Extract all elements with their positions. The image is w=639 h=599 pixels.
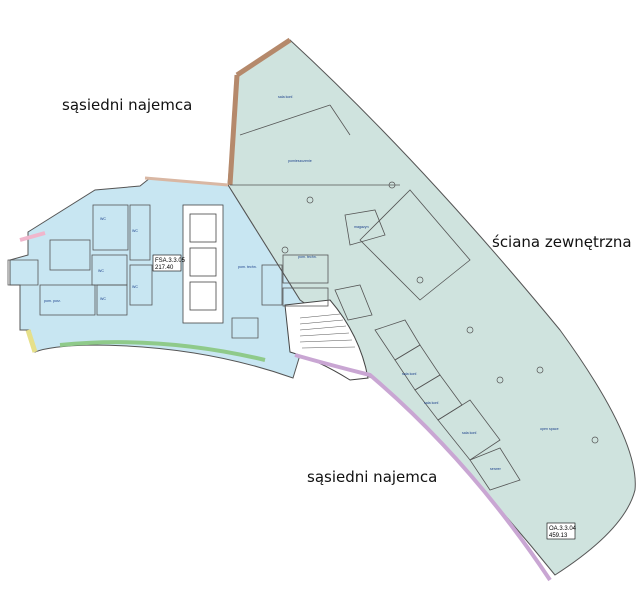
stair-treads	[299, 313, 356, 349]
unit-fsa-code: FSA.3.3.05	[155, 258, 186, 264]
room-label: WC	[132, 229, 138, 233]
room-label: magazyn	[354, 225, 369, 229]
room-label: sala konf.	[402, 372, 417, 376]
wall-brown-left	[227, 74, 240, 186]
room-label: WC	[132, 285, 138, 289]
unit-oa-area: 459.13	[549, 533, 568, 539]
wall-purple-bottom	[294, 353, 552, 582]
room-label: sala konf.	[278, 95, 293, 99]
unit-oa-tag: OA.3.3.04 459.13	[546, 522, 577, 540]
room-label: pom. techn.	[298, 255, 317, 259]
wall-brown-small	[144, 176, 229, 187]
room-label: pom. techn.	[238, 265, 257, 269]
tech-room	[182, 204, 224, 324]
room-label: sala konf.	[424, 401, 439, 405]
wall-green-bottom	[59, 340, 266, 362]
room-label: pomieszczenie	[288, 159, 312, 163]
left-partitions	[7, 204, 329, 339]
wall-yellow-left	[25, 329, 38, 353]
label-neighbor-top: sąsiedni najemca	[62, 96, 193, 114]
wall-brown-top	[235, 37, 292, 78]
label-neighbor-bottom: sąsiedni najemca	[307, 468, 438, 486]
room-label: pom. porz.	[44, 299, 61, 303]
room-label: serwer	[490, 467, 502, 471]
unit-fsa-tag: FSA.3.3.05 217.40	[152, 254, 186, 272]
room-labels: sala konf. pom. techn. pomieszczenie ope…	[44, 95, 559, 471]
room-label: WC	[98, 269, 104, 273]
unit-fsa-area: 217.40	[155, 265, 174, 271]
columns	[281, 181, 599, 444]
label-exterior-wall: ściana zewnętrzna	[492, 233, 632, 251]
room-label: WC	[100, 297, 106, 301]
unit-oa-code: OA.3.3.04	[549, 526, 577, 532]
wall-pink-left	[19, 231, 46, 242]
room-label: sala konf.	[462, 431, 477, 435]
right-partitions	[230, 104, 521, 491]
room-label: WC	[100, 217, 106, 221]
room-label: open space	[540, 427, 559, 431]
